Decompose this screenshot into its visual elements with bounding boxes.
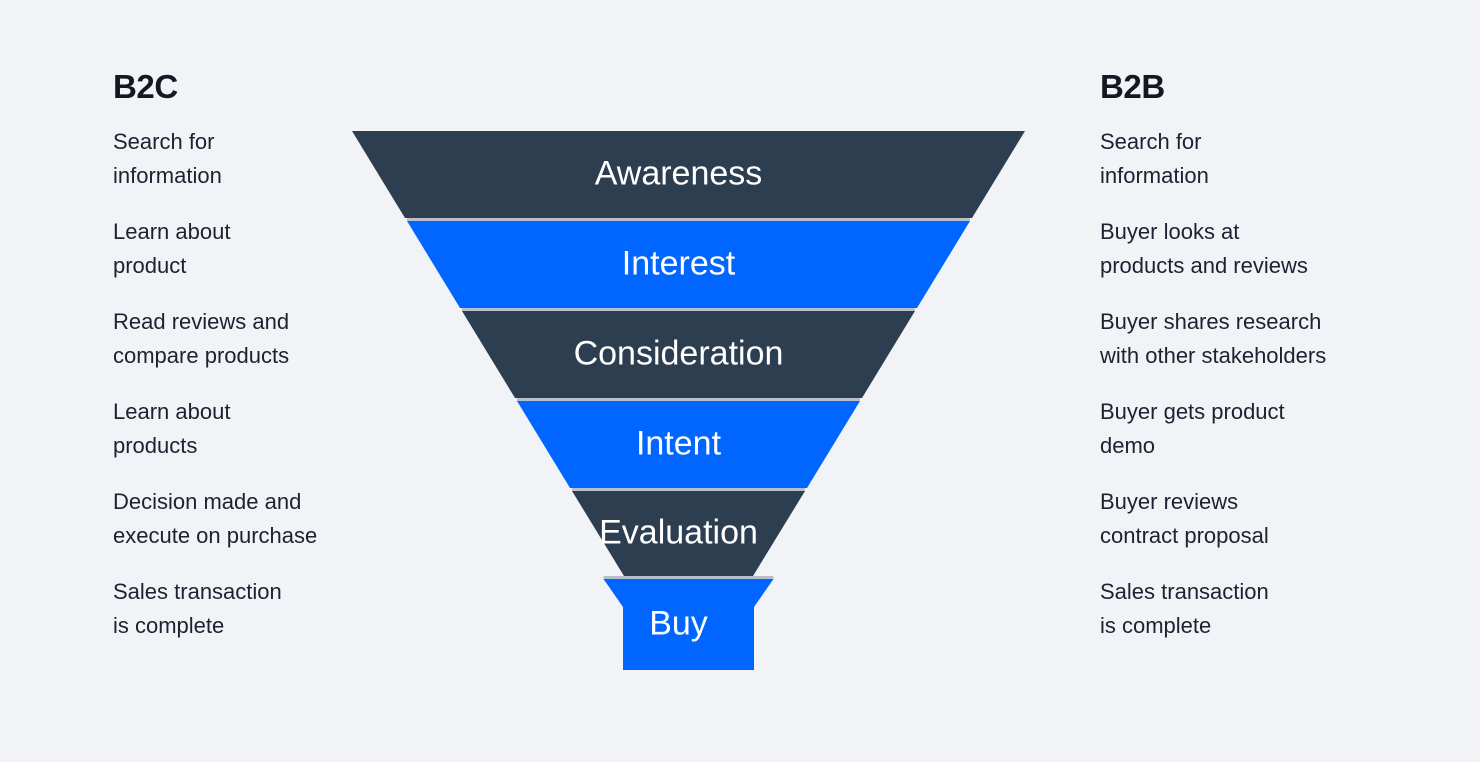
funnel-band-consideration[interactable]	[462, 311, 915, 398]
funnel-band-separator	[517, 398, 860, 401]
funnel-bands	[352, 131, 1025, 670]
b2b-step-4: Buyer gets product demo	[1100, 399, 1285, 458]
b2b-column: B2B Search for information Buyer looks a…	[1100, 68, 1420, 642]
b2b-step-2: Buyer looks at products and reviews	[1100, 219, 1308, 278]
funnel-band-intent[interactable]	[517, 401, 860, 488]
funnel-label-evaluation: Evaluation	[599, 513, 758, 551]
funnel-band-labels: AwarenessInterestConsiderationIntentEval…	[574, 154, 784, 642]
b2b-step-1: Search for information	[1100, 129, 1209, 188]
b2c-step-6: Sales transaction is complete	[113, 579, 282, 638]
funnel-label-consideration: Consideration	[574, 334, 784, 372]
funnel-label-awareness: Awareness	[595, 154, 763, 192]
b2c-step-list: Search for information Learn about produ…	[113, 125, 413, 642]
b2b-step-list: Search for information Buyer looks at pr…	[1100, 125, 1420, 642]
b2c-step-1: Search for information	[113, 129, 222, 188]
funnel-band-separator	[462, 308, 915, 311]
b2c-column: B2C Search for information Learn about p…	[113, 68, 413, 642]
b2b-step-3: Buyer shares research with other stakeho…	[1100, 309, 1327, 368]
funnel-band-separator	[407, 218, 970, 221]
funnel-label-intent: Intent	[636, 424, 722, 462]
funnel-band-separator	[603, 576, 774, 579]
funnel-band-interest[interactable]	[407, 221, 970, 308]
b2c-step-2: Learn about product	[113, 219, 231, 278]
funnel-band-separator	[572, 488, 805, 491]
b2b-step-6: Sales transaction is complete	[1100, 579, 1269, 638]
b2c-column-title: B2C	[113, 68, 178, 105]
b2b-step-5: Buyer reviews contract proposal	[1100, 489, 1269, 548]
funnel-label-buy: Buy	[649, 604, 708, 642]
b2c-step-3: Read reviews and compare products	[113, 309, 290, 368]
b2b-column-title: B2B	[1100, 68, 1165, 105]
funnel-label-interest: Interest	[622, 244, 736, 282]
b2c-step-4: Learn about products	[113, 399, 231, 458]
funnel-band-buy[interactable]	[603, 579, 774, 670]
b2c-step-5: Decision made and execute on purchase	[113, 489, 318, 548]
funnel-band-awareness[interactable]	[352, 131, 1025, 218]
funnel-band-evaluation[interactable]	[572, 491, 805, 576]
